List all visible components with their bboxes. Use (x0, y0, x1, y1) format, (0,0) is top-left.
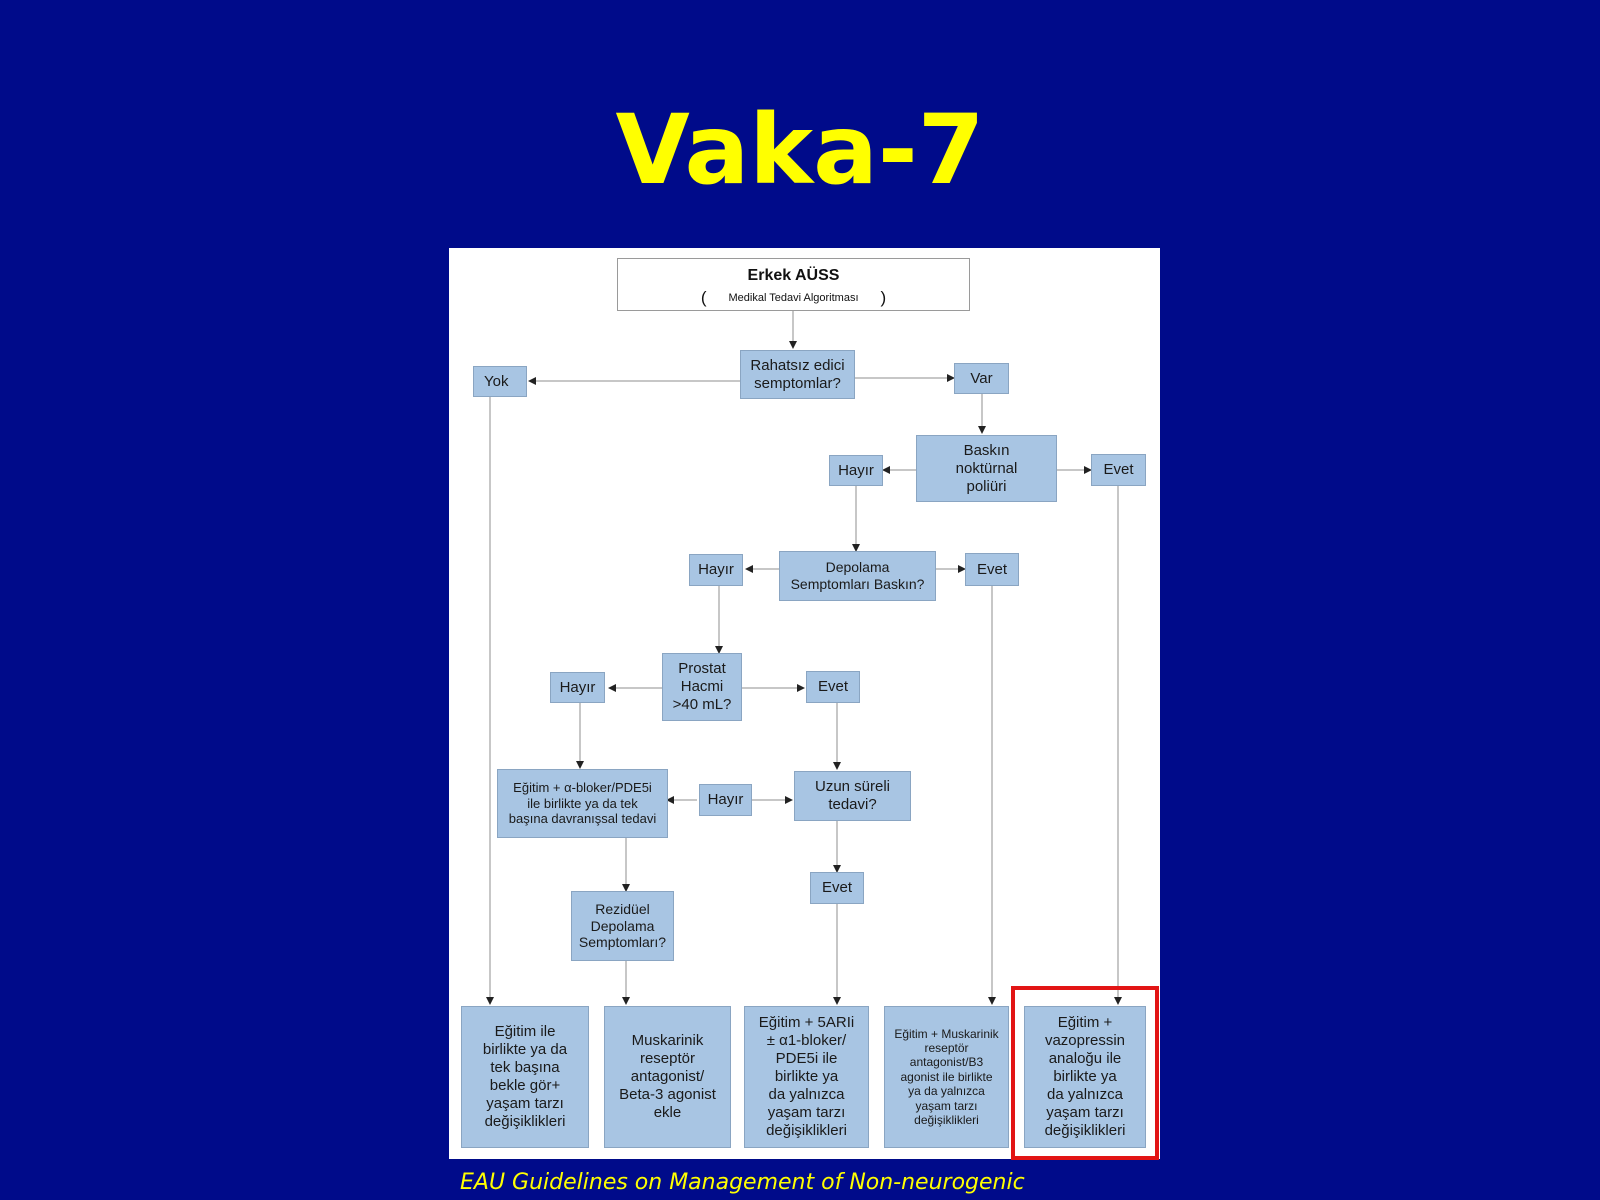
question-storage-symptoms: Depolama Semptomları Baskın? (779, 551, 936, 601)
flowchart-connectors (486, 311, 1122, 1005)
highlight-frame (1011, 986, 1159, 1160)
question-bothersome-symptoms: Rahatsız edici semptomlar? (740, 350, 855, 399)
outcome-watchful-waiting: Eğitim ile birlikte ya da tek başına bek… (461, 1006, 589, 1148)
algorithm-subtitle-line: ( Medikal Tedavi Algoritması) (618, 288, 969, 308)
answer-evet-2: Evet (965, 553, 1019, 586)
slide-title: Vaka-7 (615, 94, 985, 206)
answer-hayir-4: Hayır (699, 784, 752, 816)
question-long-term-treatment: Uzun süreli tedavi? (794, 771, 911, 821)
outcome-vasopressin: Eğitim + vazopressin analoğu ile birlikt… (1024, 1006, 1146, 1148)
answer-evet-3: Evet (806, 671, 860, 703)
answer-yok: Yok (473, 366, 527, 397)
question-nocturnal-polyuria: Baskın noktürnal poliüri (916, 435, 1057, 502)
answer-hayir-3: Hayır (550, 672, 605, 703)
treatment-alpha-blocker: Eğitim + α-bloker/PDE5i ile birlikte ya … (497, 769, 668, 838)
algorithm-subtitle: Medikal Tedavi Algoritması (728, 292, 859, 304)
question-prostate-volume: Prostat Hacmi >40 mL? (662, 653, 742, 721)
outcome-edu-muscarinic: Eğitim + Muskarinik reseptör antagonist/… (884, 1006, 1009, 1148)
outcome-5ari: Eğitim + 5ARIi ± α1-bloker/ PDE5i ile bi… (744, 1006, 869, 1148)
answer-hayir-1: Hayır (829, 455, 883, 486)
answer-hayir-2: Hayır (689, 554, 743, 586)
outcome-add-muscarinic: Muskarinik reseptör antagonist/ Beta-3 a… (604, 1006, 731, 1148)
citation-footer: EAU Guidelines on Management of Non-neur… (460, 1170, 1025, 1195)
answer-var: Var (954, 363, 1009, 394)
flowchart-panel: Erkek AÜSS (Medikal Tedavi Algoritması) … (449, 248, 1160, 1159)
algorithm-header-box: Erkek AÜSS ( Medikal Tedavi Algoritması) (617, 258, 970, 311)
answer-evet-1: Evet (1091, 454, 1146, 486)
subtitle-open-paren: ( (700, 288, 707, 307)
subtitle-close-paren: ) (880, 288, 887, 307)
algorithm-title: Erkek AÜSS (747, 267, 840, 284)
answer-evet-4: Evet (810, 872, 864, 904)
question-residual-storage: Rezidüel Depolama Semptomları? (571, 891, 674, 961)
